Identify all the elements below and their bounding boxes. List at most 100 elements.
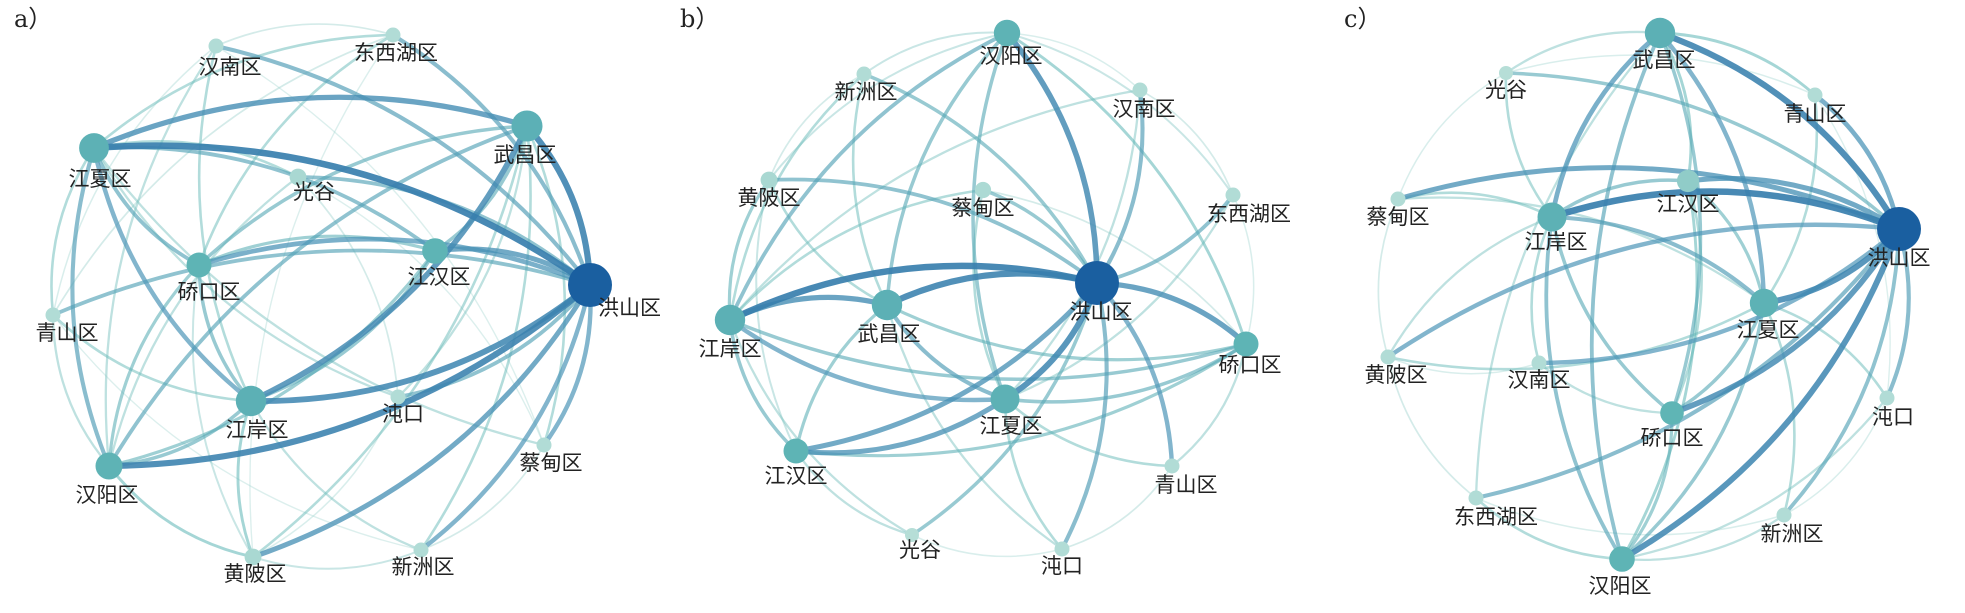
edge-dongxihu-qiaokou (1232, 194, 1255, 345)
edge-xinzhou-wuchang (419, 124, 532, 552)
node-wuchang (1644, 17, 1676, 49)
node-label-huangpi: 黄陂区 (1365, 363, 1428, 387)
node-label-jianghan: 江汉区 (765, 464, 828, 488)
edge-qingshan-xinzhou (52, 314, 422, 551)
edge-xinzhou-jiangan (249, 399, 423, 552)
edge-dongxihu-wuchang (1474, 31, 1662, 500)
edge-xinzhou-wuchang (851, 72, 889, 307)
edge-caidian-qiaokou (982, 189, 1247, 345)
edge-zhuankou-wuchang (396, 124, 529, 399)
edge-guanggu-jiangan (1504, 71, 1554, 219)
node-label-jiangxia: 江夏区 (69, 167, 132, 191)
edge-hanyang-hongshan (1619, 226, 1902, 562)
panel-a-label: a） (14, 5, 52, 33)
edge-jiangxia-hanyang (70, 145, 112, 469)
edge-huangpi-hanyang (768, 32, 1008, 181)
edge-hanyang-hongshan (105, 281, 594, 470)
edge-huangpi-wuchang (767, 178, 889, 307)
node-label-huangpi: 黄陂区 (738, 186, 801, 210)
node-qiaokou (1233, 331, 1259, 357)
edge-hanyang-qiaokou (1620, 411, 1674, 561)
node-label-guanggu: 光谷 (899, 538, 941, 562)
edge-qiaokou-jiangan (728, 318, 1248, 381)
edge-jiangan-jiangxia (727, 317, 1008, 403)
edge-jiangan-jianghan (1550, 178, 1690, 219)
edge-guanggu-caidian (1397, 72, 1507, 200)
node-jiangan (1537, 202, 1567, 232)
edge-huangpi-jiangan (727, 178, 771, 322)
edge-jiangxia-qiaokou (92, 146, 201, 267)
edge-jiangxia-wuchang (91, 94, 530, 151)
edge-huangpi-dongxihu (1387, 356, 1477, 499)
node-label-jiangan: 江岸区 (1525, 230, 1588, 254)
node-xinzhou (856, 66, 872, 82)
edge-zhuankou-jiangxia (92, 146, 400, 399)
edge-zhuankou-qingshan (1814, 94, 1891, 399)
node-hannan (208, 38, 224, 54)
edge-qiaokou-wuchang (885, 303, 1248, 362)
panel-b-edges (726, 30, 1255, 558)
network-panel-b: 洪山区江岸区武昌区江夏区汉阳区硚口区江汉区新洲区汉南区黄陂区蔡甸区东西湖区青山区… (680, 5, 1291, 578)
node-jiangxia (79, 133, 109, 163)
node-label-dongxihu: 东西湖区 (1454, 505, 1538, 529)
edge-caidian-wuchang (525, 124, 567, 447)
edge-xinzhou-huangpi (768, 73, 865, 181)
node-hongshan (1075, 261, 1119, 305)
edge-hannan-hanyang (1006, 32, 1141, 91)
node-label-guanggu: 光谷 (293, 180, 335, 204)
edge-qingshan-wuchang (1658, 31, 1817, 97)
node-huangpi (760, 171, 778, 189)
panel-a-nodes (45, 27, 612, 566)
edge-qingshan-jiangxia (1003, 397, 1174, 468)
node-hanyang (993, 19, 1021, 47)
panel-c-nodes (1380, 17, 1921, 572)
edge-jiangxia-hongshan (90, 142, 594, 289)
edge-dongxihu-hongshan (1473, 226, 1902, 501)
network-panel-c: 洪山区武昌区江岸区江夏区汉阳区硚口区江汉区光谷青山区蔡甸区黄陂区汉南区沌口东西湖… (1344, 5, 1931, 598)
edge-qingshan-zhuankou (1061, 465, 1173, 550)
node-dongxihu (1468, 490, 1484, 506)
node-guanggu (289, 168, 307, 186)
edge-zhuankou-hongshan (396, 283, 592, 399)
node-label-hongshan: 洪山区 (1868, 246, 1931, 270)
edge-wuchang-hanyang (1589, 31, 1662, 561)
edge-wuchang-hanyang (107, 124, 529, 468)
edge-hannan-hongshan (1536, 226, 1902, 366)
edge-qingshan-hongshan (51, 248, 592, 317)
edge-wuchang-qiaokou (1658, 31, 1703, 415)
edge-zhuankou-jiangxia (1762, 301, 1889, 400)
node-huangpi (244, 548, 262, 566)
edge-hanyang-qiaokou (1005, 31, 1248, 346)
node-zhuankou (1879, 390, 1895, 406)
node-label-dongxihu: 东西湖区 (1207, 202, 1291, 226)
edge-jiangan-hongshan (1548, 188, 1903, 233)
node-label-zhuankou: 沌口 (1041, 554, 1083, 578)
edge-huangpi-qiaokou (191, 264, 254, 558)
node-label-jiangxia: 江夏区 (980, 414, 1043, 438)
edge-jianghan-jiangxia (793, 396, 1008, 456)
node-caidian (974, 181, 992, 199)
node-wuchang (871, 289, 903, 321)
edge-qingshan-jiangxia (50, 146, 96, 317)
edge-caidian-jiangan (728, 188, 985, 322)
panel-b-labels: 洪山区江岸区武昌区江夏区汉阳区硚口区江汉区新洲区汉南区黄陂区蔡甸区东西湖区青山区… (699, 44, 1292, 578)
edge-jiangxia-hanyang (1620, 301, 1766, 561)
edge-zhuankou-wuchang (885, 303, 1064, 551)
edge-zhuankou-guanggu (297, 176, 399, 398)
edge-huangpi-hongshan (1385, 222, 1902, 360)
edge-dongxihu-jiangxia (1003, 193, 1235, 401)
node-xinzhou (413, 542, 429, 558)
edge-dongxihu-huangpi (249, 34, 394, 558)
edge-jiangan-qiaokou (197, 263, 253, 403)
edge-guanggu-jianghan (794, 449, 914, 537)
edge-hannan-dongxihu (215, 23, 394, 47)
edge-caidian-jiangxia (92, 146, 546, 447)
edge-qingshan-guanggu (1505, 54, 1816, 96)
edge-hanyang-huangpi (107, 464, 255, 559)
node-label-wuchang: 武昌区 (494, 143, 557, 167)
panel-c-labels: 洪山区武昌区江岸区江夏区汉阳区硚口区江汉区光谷青山区蔡甸区黄陂区汉南区沌口东西湖… (1365, 48, 1931, 598)
node-hannan (1531, 355, 1547, 371)
edge-guanggu-hongshan (910, 281, 1099, 537)
edge-huangpi-jiangan (236, 399, 255, 559)
edge-wuchang-qiaokou (197, 124, 529, 267)
